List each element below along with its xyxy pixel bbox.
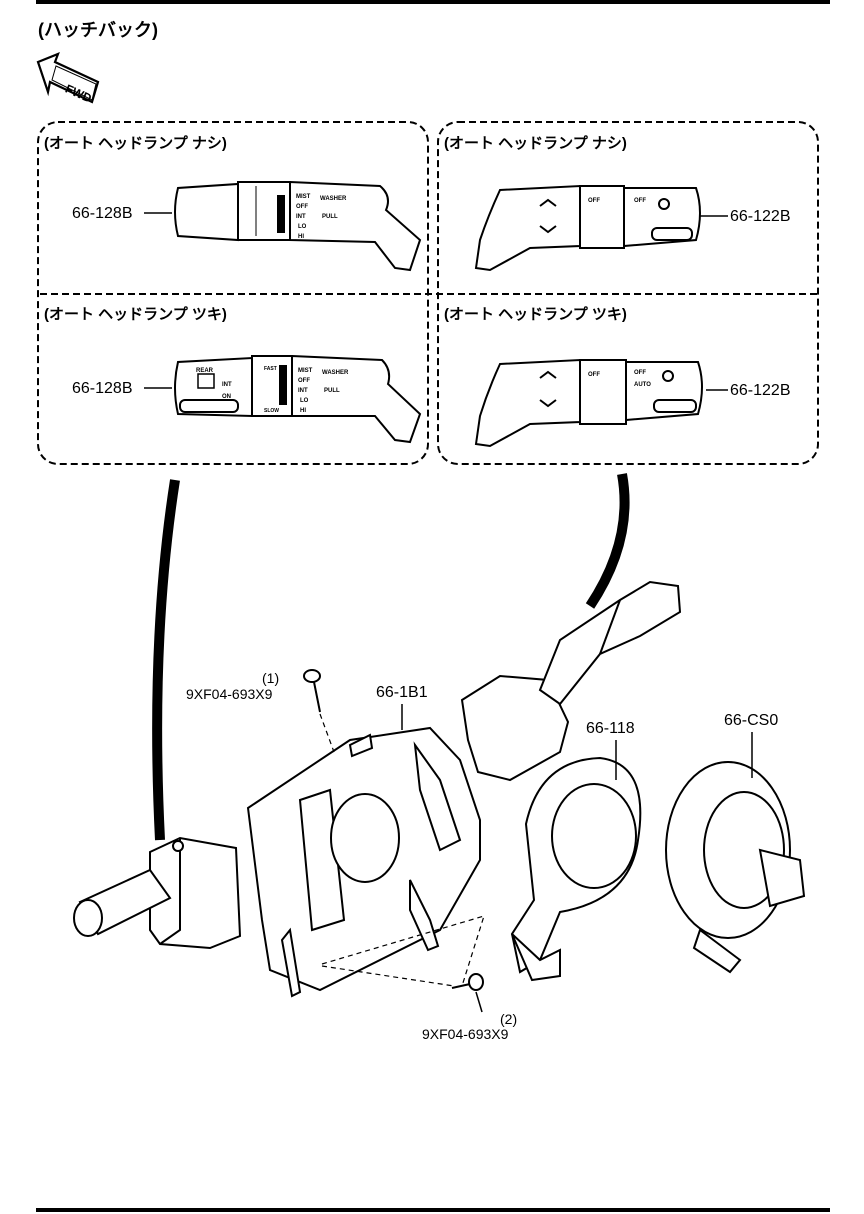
- screw-2-index: (2): [500, 1011, 518, 1027]
- mark-int-2: INT: [298, 388, 308, 394]
- top-rule: [36, 0, 830, 4]
- panel-label-top-right: (オート ヘッドランプ ナシ): [444, 135, 627, 152]
- mark-washer: WASHER: [320, 196, 347, 202]
- part-number-66-118: 66-118: [586, 720, 635, 737]
- pointer-line-right: [585, 473, 630, 609]
- mark-slow: SLOW: [264, 408, 279, 414]
- mark-rear-int: INT: [222, 382, 232, 388]
- light-switch-assembly: [460, 580, 682, 782]
- panel-label-top-left: (オート ヘッドランプ ナシ): [44, 135, 227, 152]
- mark-mist-2: MIST: [298, 368, 313, 374]
- part-number-66-CS0: 66-CS0: [724, 712, 779, 729]
- part-number-66-1B1: 66-1B1: [376, 684, 428, 701]
- wiper-switch-assembly: [73, 836, 242, 950]
- mark-on: ON: [222, 394, 231, 400]
- mark-pull-2: PULL: [324, 388, 340, 394]
- fwd-arrow-icon: FWD: [36, 52, 100, 106]
- clock-spring-holder: [510, 756, 642, 982]
- panel-frames: [37, 121, 819, 465]
- screw-1-part-number: 9XF04-693X9: [186, 686, 273, 702]
- part-number-66-122B-lower: 66-122B: [730, 382, 791, 399]
- mark-pull: PULL: [322, 214, 338, 220]
- mark-off: OFF: [296, 204, 308, 210]
- mark-hi: HI: [298, 234, 304, 240]
- mark-mist: MIST: [296, 194, 311, 200]
- mark-off-2: OFF: [298, 378, 310, 384]
- pointer-line-left: [152, 479, 180, 841]
- light-switch-lever-lower: OFF OFF AUTO: [474, 358, 703, 448]
- page-title: (ハッチバック): [38, 20, 158, 40]
- mark-lo: LO: [298, 224, 307, 230]
- clock-spring: [665, 761, 806, 974]
- bottom-rule: [36, 1208, 830, 1212]
- part-number-66-122B-upper: 66-122B: [730, 208, 791, 225]
- exploded-leaders: [401, 704, 753, 1013]
- screw-2-icon: [451, 973, 484, 991]
- combination-switch-body: [246, 726, 481, 998]
- mark-fog-off-2: OFF: [588, 372, 600, 378]
- panel-leaders: [144, 212, 728, 391]
- part-number-66-128B-upper: 66-128B: [72, 205, 133, 222]
- screw-1-path: [319, 713, 335, 753]
- mark-light-off-2: OFF: [634, 370, 646, 376]
- mark-fog-off: OFF: [588, 198, 600, 204]
- wiper-switch-lever-upper: MIST OFF INT LO HI WASHER PULL: [174, 180, 422, 272]
- part-number-66-128B-lower: 66-128B: [72, 380, 133, 397]
- mark-lo-2: LO: [300, 398, 309, 404]
- light-switch-lever-upper: OFF OFF: [474, 184, 701, 272]
- wiper-switch-lever-lower: REAR INT ON FAST SLOW MIST OFF INT LO HI…: [174, 354, 422, 444]
- mark-rear: REAR: [196, 368, 214, 374]
- screw-2-part-number: 9XF04-693X9: [422, 1026, 509, 1042]
- screw-1-index: (1): [262, 670, 280, 686]
- mark-washer-2: WASHER: [322, 370, 349, 376]
- panel-label-bottom-left: (オート ヘッドランプ ツキ): [44, 306, 227, 323]
- mark-int: INT: [296, 214, 306, 220]
- screw-2-path: [321, 915, 485, 987]
- panel-label-bottom-right: (オート ヘッドランプ ツキ): [444, 306, 627, 323]
- screw-1-icon: [303, 669, 321, 713]
- mark-light-off: OFF: [634, 198, 646, 204]
- mark-fast: FAST: [264, 366, 277, 372]
- mark-hi-2: HI: [300, 408, 306, 414]
- mark-auto: AUTO: [634, 382, 651, 388]
